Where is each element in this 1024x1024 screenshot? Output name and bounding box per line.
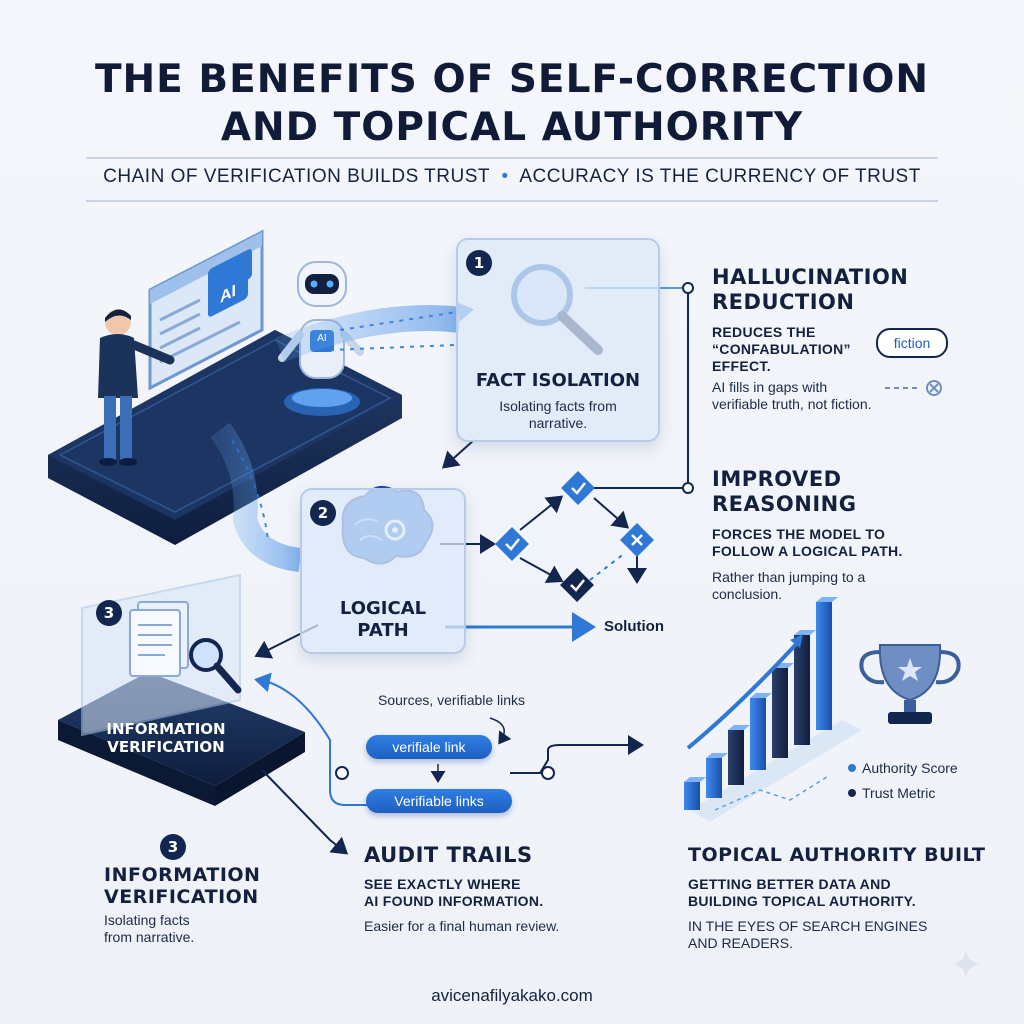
chart-bar <box>794 635 810 745</box>
verification-platform-title: INFORMATION VERIFICATION <box>80 720 252 756</box>
authority-subtitle: GETTING BETTER DATA AND BUILDING TOPICAL… <box>688 876 916 910</box>
chart-bar <box>684 782 700 810</box>
authority-sub-line2: BUILDING TOPICAL AUTHORITY. <box>688 893 916 909</box>
reasoning-title: IMPROVED REASONING <box>712 467 856 517</box>
chart-bar-top <box>706 753 728 758</box>
chart-bar <box>728 730 744 785</box>
verifiable-link-pill-2[interactable]: Verifiable links <box>366 789 512 813</box>
solution-label: Solution <box>604 618 664 635</box>
fiction-crossed-out <box>885 380 942 396</box>
verification-text-line1: Isolating facts <box>104 912 190 928</box>
reasoning-title-line1: IMPROVED <box>712 467 842 491</box>
fact-isolation-text: Isolating facts from narrative. <box>499 398 617 431</box>
chart-bar <box>816 602 832 730</box>
authority-chart <box>684 597 862 822</box>
links-caption: Sources, verifiable links <box>378 692 526 708</box>
authority-sub-line4: AND READERS. <box>688 935 794 951</box>
audit-subtitle: SEE EXACTLY WHERE AI FOUND INFORMATION. <box>364 876 543 910</box>
reasoning-title-line2: REASONING <box>712 492 857 516</box>
trophy-icon <box>859 644 961 724</box>
reasoning-sub-line1: FORCES THE MODEL TO <box>712 526 886 542</box>
verification-title-line1: INFORMATION <box>104 864 261 886</box>
chart-bar-top <box>684 777 706 782</box>
logic-flowchart <box>440 471 654 602</box>
hallucination-sub-line3: EFFECT. <box>712 358 771 374</box>
chart-bar <box>706 758 722 798</box>
fact-isolation-title: FACT ISOLATION <box>475 370 641 391</box>
verification-title-line2: VERIFICATION <box>104 886 259 908</box>
verification-platform-title-line1: INFORMATION <box>106 720 226 738</box>
verification-number: 3 <box>160 834 186 860</box>
legend-trust-metric: Trust Metric <box>862 785 936 801</box>
verification-text-line2: from narrative. <box>104 929 195 945</box>
chart-bar-top <box>794 630 816 635</box>
fiction-bubble: fiction <box>876 328 948 358</box>
subtitle: CHAIN OF VERIFICATION BUILDS TRUST • ACC… <box>0 166 1024 188</box>
audit-sub-line1: SEE EXACTLY WHERE <box>364 876 521 892</box>
authority-sub-line1: GETTING BETTER DATA AND <box>688 876 891 892</box>
hallucination-title-line2: REDUCTION <box>712 290 855 314</box>
verification-text: Isolating facts from narrative. <box>104 912 194 946</box>
reasoning-text-line2: conclusion. <box>712 586 783 602</box>
monitor-illustration <box>148 229 264 391</box>
connector-node <box>682 482 694 494</box>
verifiable-link-pill-1[interactable]: verifiale link <box>366 735 492 759</box>
subtitle-separator: • <box>501 166 509 187</box>
authority-text: IN THE EYES OF SEARCH ENGINES AND READER… <box>688 918 927 952</box>
person-illustration <box>98 309 175 466</box>
hallucination-text: AI fills in gaps with verifiable truth, … <box>712 379 872 413</box>
robot-ai-label: AI <box>317 333 327 344</box>
footer-site[interactable]: avicenafilyakako.com <box>431 986 593 1005</box>
hallucination-text-line1: AI fills in gaps with <box>712 379 828 395</box>
logical-path-title-line1: LOGICAL <box>339 598 427 619</box>
audit-text: Easier for a final human review. <box>364 918 560 934</box>
chart-bar-top <box>750 693 772 698</box>
step-number-2: 2 <box>310 500 336 526</box>
step-number-1: 1 <box>466 250 492 276</box>
authority-title: TOPICAL AUTHORITY BUILT <box>688 844 986 866</box>
documents-icon <box>129 601 242 694</box>
card-fact-isolation <box>456 238 660 442</box>
divider-top <box>86 157 938 159</box>
step-number-3: 3 <box>96 600 122 626</box>
legend-dot-trust <box>848 789 856 797</box>
subtitle-left: CHAIN OF VERIFICATION BUILDS TRUST <box>103 166 490 187</box>
reasoning-text: Rather than jumping to a conclusion. <box>712 569 865 603</box>
reasoning-subtitle: FORCES THE MODEL TO FOLLOW A LOGICAL PAT… <box>712 526 903 560</box>
hallucination-subtitle: REDUCES THE “CONFABULATION” EFFECT. <box>712 324 851 375</box>
chart-bar <box>772 668 788 758</box>
subtitle-right: ACCURACY IS THE CURRENCY OF TRUST <box>519 166 921 187</box>
logical-path-title: LOGICAL PATH <box>300 598 466 642</box>
verification-title: INFORMATION VERIFICATION <box>104 864 260 908</box>
hallucination-sub-line1: REDUCES THE <box>712 324 816 340</box>
chart-bar-top <box>816 597 838 602</box>
verification-platform-title-line2: VERIFICATION <box>107 738 225 756</box>
data-streams <box>210 301 474 572</box>
reasoning-text-line1: Rather than jumping to a <box>712 569 866 585</box>
legend-dot-authority <box>848 764 856 772</box>
connector-node <box>682 282 694 294</box>
page-title-line1: THE BENEFITS OF SELF-CORRECTION <box>94 57 930 102</box>
chart-bar-top <box>728 725 750 730</box>
audit-sub-line2: AI FOUND INFORMATION. <box>364 893 544 909</box>
logical-path-title-line2: PATH <box>357 620 409 641</box>
chart-bar <box>750 698 766 770</box>
sparkle-icon <box>952 950 980 978</box>
hallucination-text-line2: verifiable truth, not fiction. <box>712 396 872 412</box>
reasoning-sub-line2: FOLLOW A LOGICAL PATH. <box>712 543 903 559</box>
page-title-line2: AND TOPICAL AUTHORITY <box>220 105 804 150</box>
divider-bottom <box>86 200 938 202</box>
audit-title: AUDIT TRAILS <box>364 843 533 867</box>
links-flow <box>254 672 644 855</box>
hallucination-title-line1: HALLUCINATION <box>712 265 909 289</box>
authority-sub-line3: IN THE EYES OF SEARCH ENGINES <box>688 918 928 934</box>
hallucination-title: HALLUCINATION REDUCTION <box>712 265 908 315</box>
hallucination-sub-line2: “CONFABULATION” <box>712 341 851 357</box>
legend-authority-score: Authority Score <box>862 760 958 776</box>
